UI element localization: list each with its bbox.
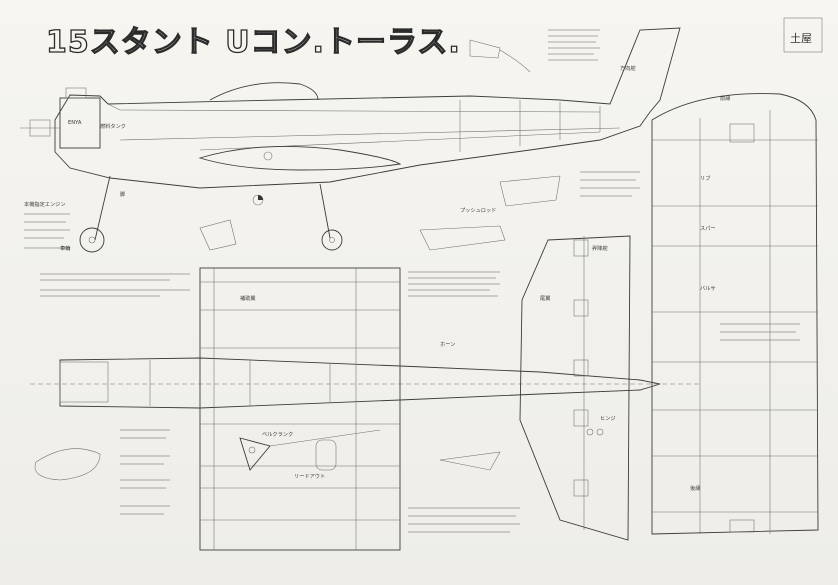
stamp: 土屋	[783, 17, 823, 53]
annotation-text	[24, 29, 800, 533]
stabilizer-plan	[519, 235, 631, 541]
detail-sketches	[34, 39, 561, 481]
svg-text:土屋: 土屋	[790, 32, 812, 45]
svg-text:リードアウト: リードアウト	[294, 472, 325, 480]
svg-text:前縁: 前縁	[720, 94, 730, 102]
fuselage-side-view: ENYA	[20, 27, 681, 253]
svg-text:スパー: スパー	[700, 225, 716, 232]
svg-text:尾翼: 尾翼	[540, 295, 550, 302]
engine: ENYA	[20, 87, 101, 149]
svg-text:燃料タンク: 燃料タンク	[100, 122, 126, 130]
fuselage-top-view	[30, 357, 700, 409]
svg-text:脚: 脚	[120, 190, 125, 198]
title: 15スタント Uコン.トーラス.	[46, 25, 461, 60]
svg-text:後縁: 後縁	[690, 484, 700, 492]
svg-text:昇降舵: 昇降舵	[592, 244, 608, 252]
svg-text:リブ: リブ	[700, 174, 710, 182]
svg-text:バルサ: バルサ	[700, 285, 716, 292]
svg-text:ベルクランク: ベルクランク	[262, 431, 293, 438]
svg-text:ホーン: ホーン	[440, 341, 455, 348]
svg-text:ENYA: ENYA	[68, 120, 82, 126]
svg-text:車輪: 車輪	[60, 244, 71, 252]
landing-gear	[79, 175, 343, 253]
svg-text:方向舵: 方向舵	[620, 64, 636, 72]
svg-text:ヒンジ: ヒンジ	[600, 415, 616, 422]
outer-wing-panel	[651, 93, 819, 535]
inner-wing-panel	[199, 267, 401, 551]
svg-text:補助翼: 補助翼	[240, 294, 256, 302]
svg-text:プッシュロッド: プッシュロッド	[460, 207, 496, 214]
svg-text:本機指定エンジン: 本機指定エンジン	[24, 200, 66, 208]
